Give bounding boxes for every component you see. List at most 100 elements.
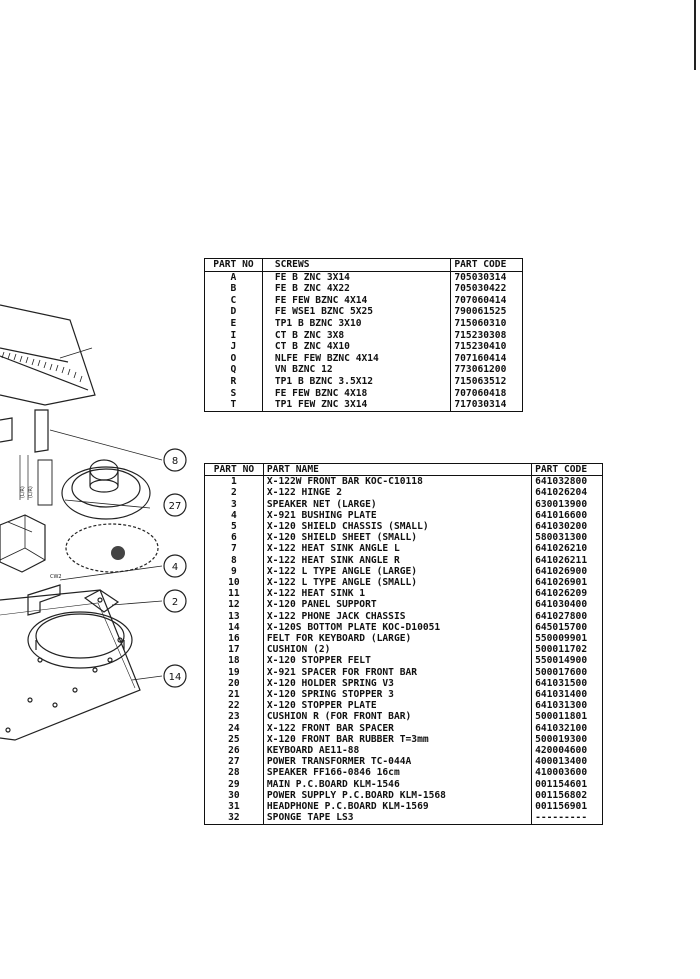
part-code-cell: 500017600 xyxy=(531,666,603,678)
part-code-cell: 773061200 xyxy=(450,364,523,376)
part-code-cell: 707060414 xyxy=(450,294,523,307)
part-no-cell: D xyxy=(230,306,237,318)
part-code-cell: 550009901 xyxy=(531,633,603,645)
part-no-cell: 10 xyxy=(228,577,240,589)
part-code-cell: 707060418 xyxy=(450,387,523,400)
part-no-cell: 2 xyxy=(231,487,237,499)
part-no-cell: 31 xyxy=(228,801,240,813)
part-code-cell: 641016600 xyxy=(531,509,603,522)
screws-header-part-code: PART CODE xyxy=(450,258,523,272)
part-no-cell: R xyxy=(230,375,237,387)
part-no-cell: 4 xyxy=(231,509,237,521)
part-name-cell: HEADPHONE P.C.BOARD KLM-1569 xyxy=(262,801,532,813)
callout-2: 2 xyxy=(172,597,178,608)
part-no-cell: 26 xyxy=(228,745,240,757)
part-code-cell: 715230308 xyxy=(450,329,523,342)
part-code-cell: 550014900 xyxy=(531,655,603,667)
part-no-cell: 7 xyxy=(231,543,237,555)
part-no-cell: 27 xyxy=(228,756,240,768)
screw-spec-cell: TP1 B BZNC 3.5X12 xyxy=(261,375,451,388)
part-name-cell: X-120 SHIELD CHASSIS (SMALL) xyxy=(262,521,532,533)
callout-27: 27 xyxy=(169,501,182,512)
part-no-cell: 13 xyxy=(228,610,240,622)
part-no-cell: 24 xyxy=(228,722,240,734)
screw-spec-cell: FE B ZNC 4X22 xyxy=(261,283,451,295)
parts-header-part-no: PART NO xyxy=(204,463,264,477)
part-no-cell: 1 xyxy=(231,476,237,488)
part-name-cell: CUSHION (2) xyxy=(262,644,532,656)
part-code-cell: 641032100 xyxy=(531,722,603,734)
part-no-cell: 20 xyxy=(228,677,240,689)
part-code-cell: 500011702 xyxy=(531,644,603,656)
part-code-cell: 707160414 xyxy=(450,352,523,365)
screw-spec-cell: FE WSE1 BZNC 5X25 xyxy=(261,306,451,318)
screws-table-header: PART NO SCREWS PART CODE xyxy=(204,258,523,272)
part-no-cell: 23 xyxy=(228,711,240,723)
part-name-cell: MAIN P.C.BOARD KLM-1546 xyxy=(262,778,532,790)
part-name-cell: POWER TRANSFORMER TC-044A xyxy=(262,756,532,768)
part-no-cell: 6 xyxy=(231,532,237,544)
part-code-cell: 641030400 xyxy=(531,599,603,611)
screws-header-part-no: PART NO xyxy=(204,258,263,272)
part-code-cell: 641026900 xyxy=(531,565,603,578)
callout-14: 14 xyxy=(169,672,182,683)
parts-header-part-code: PART CODE xyxy=(531,463,603,477)
part-no-cell: 14 xyxy=(228,621,240,633)
part-no-cell: 22 xyxy=(228,700,240,712)
screw-spec-cell: VN BZNC 12 xyxy=(261,364,451,376)
diagram-label-lr-2: (L/R) xyxy=(28,486,34,498)
diagram-label-lr-1: (L/R) xyxy=(20,486,26,498)
part-name-cell: POWER SUPPLY P.C.BOARD KLM-1568 xyxy=(262,789,532,802)
parts-header-part-name: PART NAME xyxy=(262,463,532,477)
part-no-cell: E xyxy=(230,317,237,329)
part-no-cell: 28 xyxy=(228,767,240,779)
diagram-label-cw2: CW2 xyxy=(50,574,62,580)
part-code-cell: 641031300 xyxy=(531,700,603,712)
part-name-cell: X-122 PHONE JACK CHASSIS xyxy=(262,610,532,622)
screw-spec-cell: NLFE FEW BZNC 4X14 xyxy=(261,352,451,365)
part-no-cell: 17 xyxy=(228,644,240,656)
part-code-cell: --------- xyxy=(531,812,603,825)
part-no-cell: 3 xyxy=(231,498,237,510)
part-no-cell: 12 xyxy=(228,599,240,611)
part-code-cell: 500011801 xyxy=(531,711,603,723)
part-code-cell: 410003600 xyxy=(531,767,603,779)
part-code-cell: 645015700 xyxy=(531,621,603,634)
part-code-cell: 641032800 xyxy=(531,475,603,488)
part-no-cell: 21 xyxy=(228,689,240,701)
part-code-cell: 705030422 xyxy=(450,283,523,295)
part-code-cell: 715060310 xyxy=(450,317,523,330)
part-code-cell: 420004600 xyxy=(531,745,603,757)
part-code-cell: 641026209 xyxy=(531,588,603,600)
part-name-cell: X-122 L TYPE ANGLE (SMALL) xyxy=(262,577,532,589)
part-code-cell: 641027800 xyxy=(531,610,603,622)
screw-spec-cell: CT B ZNC 3X8 xyxy=(261,329,451,342)
